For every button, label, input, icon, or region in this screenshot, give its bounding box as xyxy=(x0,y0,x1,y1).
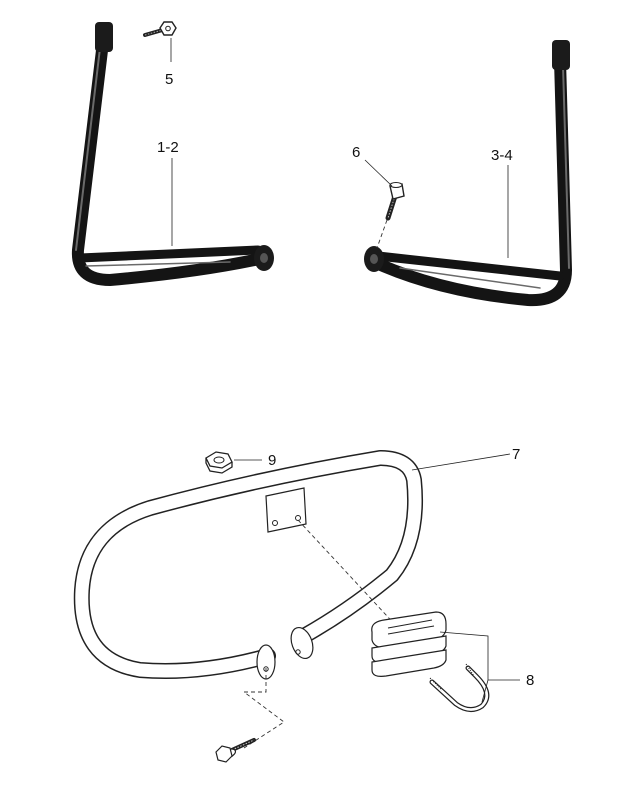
callout-6: 6 xyxy=(352,144,360,161)
bolt-6[interactable] xyxy=(376,182,405,249)
bolt-5[interactable] xyxy=(143,21,177,37)
leader-7 xyxy=(411,453,511,471)
left-highway-bar[interactable] xyxy=(71,22,274,286)
callout-9: 9 xyxy=(268,452,276,469)
engine-guard-bar[interactable] xyxy=(73,450,424,679)
callout-5: 5 xyxy=(165,71,173,88)
bottom-flange-bolt[interactable] xyxy=(215,738,256,763)
nut-9[interactable] xyxy=(205,451,233,474)
guard-right-foot-plate xyxy=(290,626,314,660)
right-highway-bar[interactable] xyxy=(364,40,572,307)
guard-center-plate xyxy=(265,487,307,533)
clamp-assembly-8[interactable] xyxy=(371,611,447,677)
guard-left-foot-plate xyxy=(256,644,276,680)
leader-8 xyxy=(439,631,520,681)
leader-6 xyxy=(364,159,393,187)
u-bolt-8[interactable] xyxy=(429,663,490,712)
callout-1-2: 1-2 xyxy=(157,139,179,156)
assembly-line-bolt xyxy=(242,668,285,749)
callout-7: 7 xyxy=(512,446,520,463)
left-bar-end-cap xyxy=(95,22,113,52)
right-bar-end-cap xyxy=(552,40,570,70)
callout-8: 8 xyxy=(526,672,534,689)
callout-3-4: 3-4 xyxy=(491,147,513,164)
